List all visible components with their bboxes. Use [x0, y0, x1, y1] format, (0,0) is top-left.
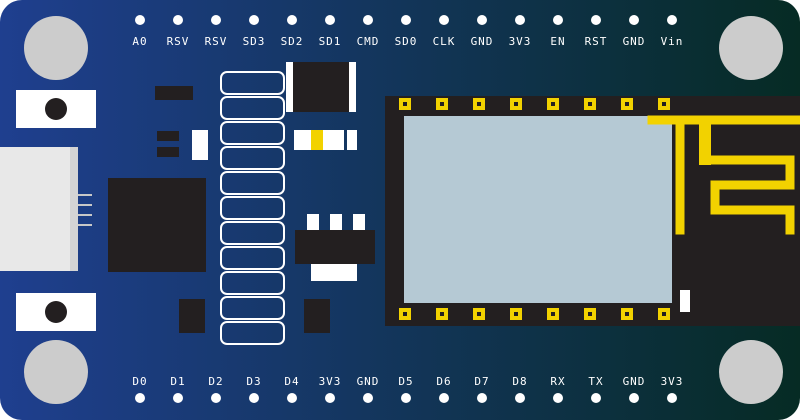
- header-pin: [439, 15, 449, 25]
- mounting-hole-bottom-right: [719, 340, 783, 404]
- smd-component: [179, 299, 205, 333]
- smd-component: [192, 130, 208, 160]
- header-pin: [629, 393, 639, 403]
- flash-button[interactable]: [16, 90, 96, 128]
- header-pin: [667, 15, 677, 25]
- header-pin: [325, 393, 335, 403]
- smd-component: [157, 147, 179, 157]
- esp12-module: [385, 96, 800, 326]
- voltage-regulator: [295, 214, 375, 281]
- top-header-pins: [135, 15, 677, 25]
- reset-button[interactable]: [16, 293, 96, 331]
- bottom-pin-label: D7: [474, 375, 489, 388]
- bottom-pin-label: D1: [170, 375, 185, 388]
- header-pin: [363, 15, 373, 25]
- header-pin: [135, 15, 145, 25]
- header-pin: [211, 393, 221, 403]
- led-indicator: [294, 130, 357, 150]
- top-pin-label: SD0: [395, 35, 418, 48]
- top-pin-label: A0: [132, 35, 147, 48]
- header-pin: [325, 15, 335, 25]
- micro-usb-connector: [0, 147, 92, 271]
- top-pin-label: SD3: [243, 35, 266, 48]
- top-pin-label: Vin: [661, 35, 684, 48]
- header-pin: [553, 15, 563, 25]
- smd-component: [157, 131, 179, 141]
- top-pin-label: RSV: [167, 35, 190, 48]
- bottom-pin-label: D2: [208, 375, 223, 388]
- bottom-pin-label: RX: [550, 375, 565, 388]
- top-pin-label: GND: [471, 35, 494, 48]
- bottom-pin-label: TX: [588, 375, 603, 388]
- header-pin: [401, 393, 411, 403]
- bottom-pin-label: GND: [623, 375, 646, 388]
- pcb-antenna: [647, 115, 800, 235]
- bottom-pin-label: D4: [284, 375, 299, 388]
- reset-button-cap[interactable]: [45, 301, 67, 323]
- header-pin: [439, 393, 449, 403]
- bottom-pin-label: GND: [357, 375, 380, 388]
- mounting-hole-top-right: [719, 16, 783, 80]
- mounting-hole-top-left: [24, 16, 88, 80]
- bottom-pin-label: 3V3: [319, 375, 342, 388]
- header-pin: [249, 15, 259, 25]
- header-pin: [249, 393, 259, 403]
- top-pin-label: SD2: [281, 35, 304, 48]
- top-pin-label: 3V3: [509, 35, 532, 48]
- header-pin: [515, 15, 525, 25]
- header-pin: [591, 393, 601, 403]
- top-pin-label: SD1: [319, 35, 342, 48]
- header-pin: [629, 15, 639, 25]
- header-pin: [477, 15, 487, 25]
- bottom-header-pins: [135, 393, 677, 403]
- diode: [286, 62, 356, 112]
- header-pin: [135, 393, 145, 403]
- bottom-pin-labels: D0 D1 D2 D3 D4 3V3 GND D5 D6 D7 D8 RX TX GND 3V3: [132, 375, 684, 388]
- header-pin: [401, 15, 411, 25]
- header-pin: [287, 393, 297, 403]
- header-pin: [287, 15, 297, 25]
- header-pin: [667, 393, 677, 403]
- top-pin-label: CMD: [357, 35, 380, 48]
- bottom-pin-label: D6: [436, 375, 451, 388]
- header-pin: [363, 393, 373, 403]
- header-pin: [515, 393, 525, 403]
- smd-component: [304, 299, 330, 333]
- top-pin-label: RSV: [205, 35, 228, 48]
- rf-shield: [404, 116, 672, 303]
- bottom-pin-label: D3: [246, 375, 261, 388]
- top-pin-labels: A0 RSV RSV SD3 SD2 SD1 CMD SD0 CLK GND 3V3 EN RST GND…: [132, 35, 684, 48]
- bottom-pin-label: D0: [132, 375, 147, 388]
- flash-button-cap[interactable]: [45, 98, 67, 120]
- module-led: [680, 290, 690, 312]
- header-pin: [553, 393, 563, 403]
- header-pin: [173, 15, 183, 25]
- top-pin-label: GND: [623, 35, 646, 48]
- header-pin: [173, 393, 183, 403]
- header-pin: [477, 393, 487, 403]
- top-pin-label: CLK: [433, 35, 456, 48]
- bottom-pin-label: 3V3: [661, 375, 684, 388]
- usb-serial-chip: [108, 178, 206, 272]
- bottom-pin-label: D5: [398, 375, 413, 388]
- top-pin-label: EN: [550, 35, 565, 48]
- resistor-array: [220, 71, 285, 345]
- top-pin-label: RST: [585, 35, 608, 48]
- mounting-hole-bottom-left: [24, 340, 88, 404]
- header-pin: [591, 15, 601, 25]
- bottom-pin-label: D8: [512, 375, 527, 388]
- smd-component: [155, 86, 193, 100]
- header-pin: [211, 15, 221, 25]
